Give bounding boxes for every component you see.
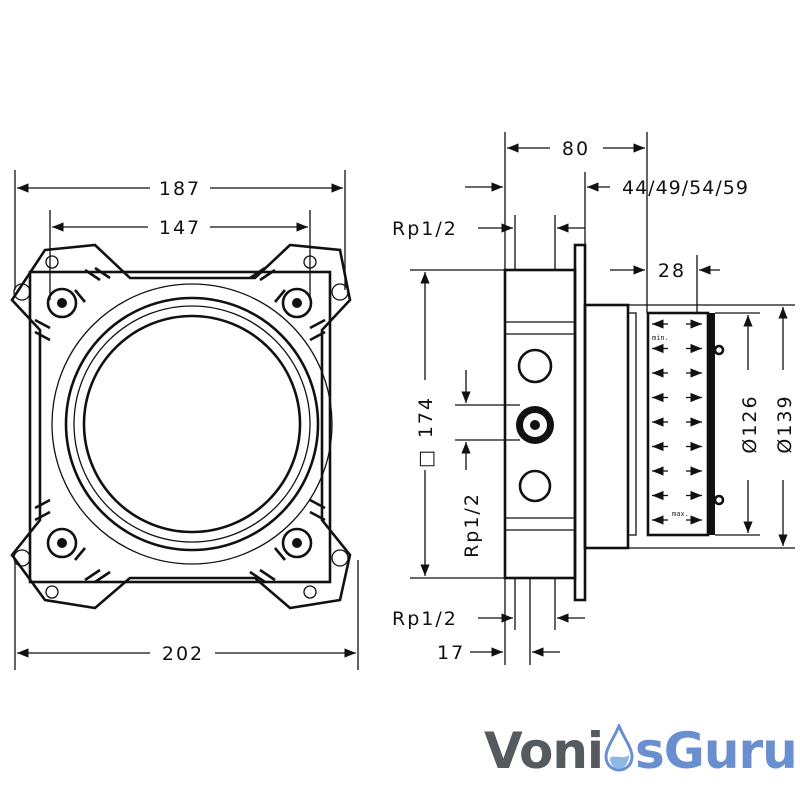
dim-147: 147 [159,217,201,239]
square-symbol: □ [415,448,437,468]
dim-diameter-126: Ø126 [739,394,761,453]
plate-slots [34,266,326,584]
dim-diameter-139: Ø139 [774,394,796,453]
mounting-holes [13,255,349,599]
dim-rp-side: Rp1/2 [461,492,483,558]
dim-17: 17 [437,642,465,664]
front-view-dimensions: 187 147 202 [14,170,359,670]
dim-174-value: 174 [415,396,437,438]
dim-187: 187 [159,178,201,200]
dim-rp-bottom: Rp1/2 [392,608,458,630]
max-label: max. [672,510,689,518]
dim-80: 80 [562,138,590,160]
dim-202: 202 [162,643,204,665]
dim-174: □ 174 [415,396,437,468]
side-view-body: min. max. [503,243,725,602]
logo-text-part2: sGuru [635,722,798,780]
dim-rp-top: Rp1/2 [392,218,458,240]
dim-28: 28 [658,260,686,282]
front-view-mounting-plate [10,243,352,610]
adjustment-arrows [652,319,702,525]
side-view-dimensions: 80 44/49/54/59 Rp1/2 28 □ 174 Rp1/2 Ø126 [392,132,796,665]
water-drop-icon [604,724,634,772]
voniosguru-logo: Voni sGuru [484,722,798,780]
logo-text-part1: Voni [484,722,604,780]
min-label: min. [652,334,669,342]
dim-wall-depths: 44/49/54/59 [622,177,749,199]
